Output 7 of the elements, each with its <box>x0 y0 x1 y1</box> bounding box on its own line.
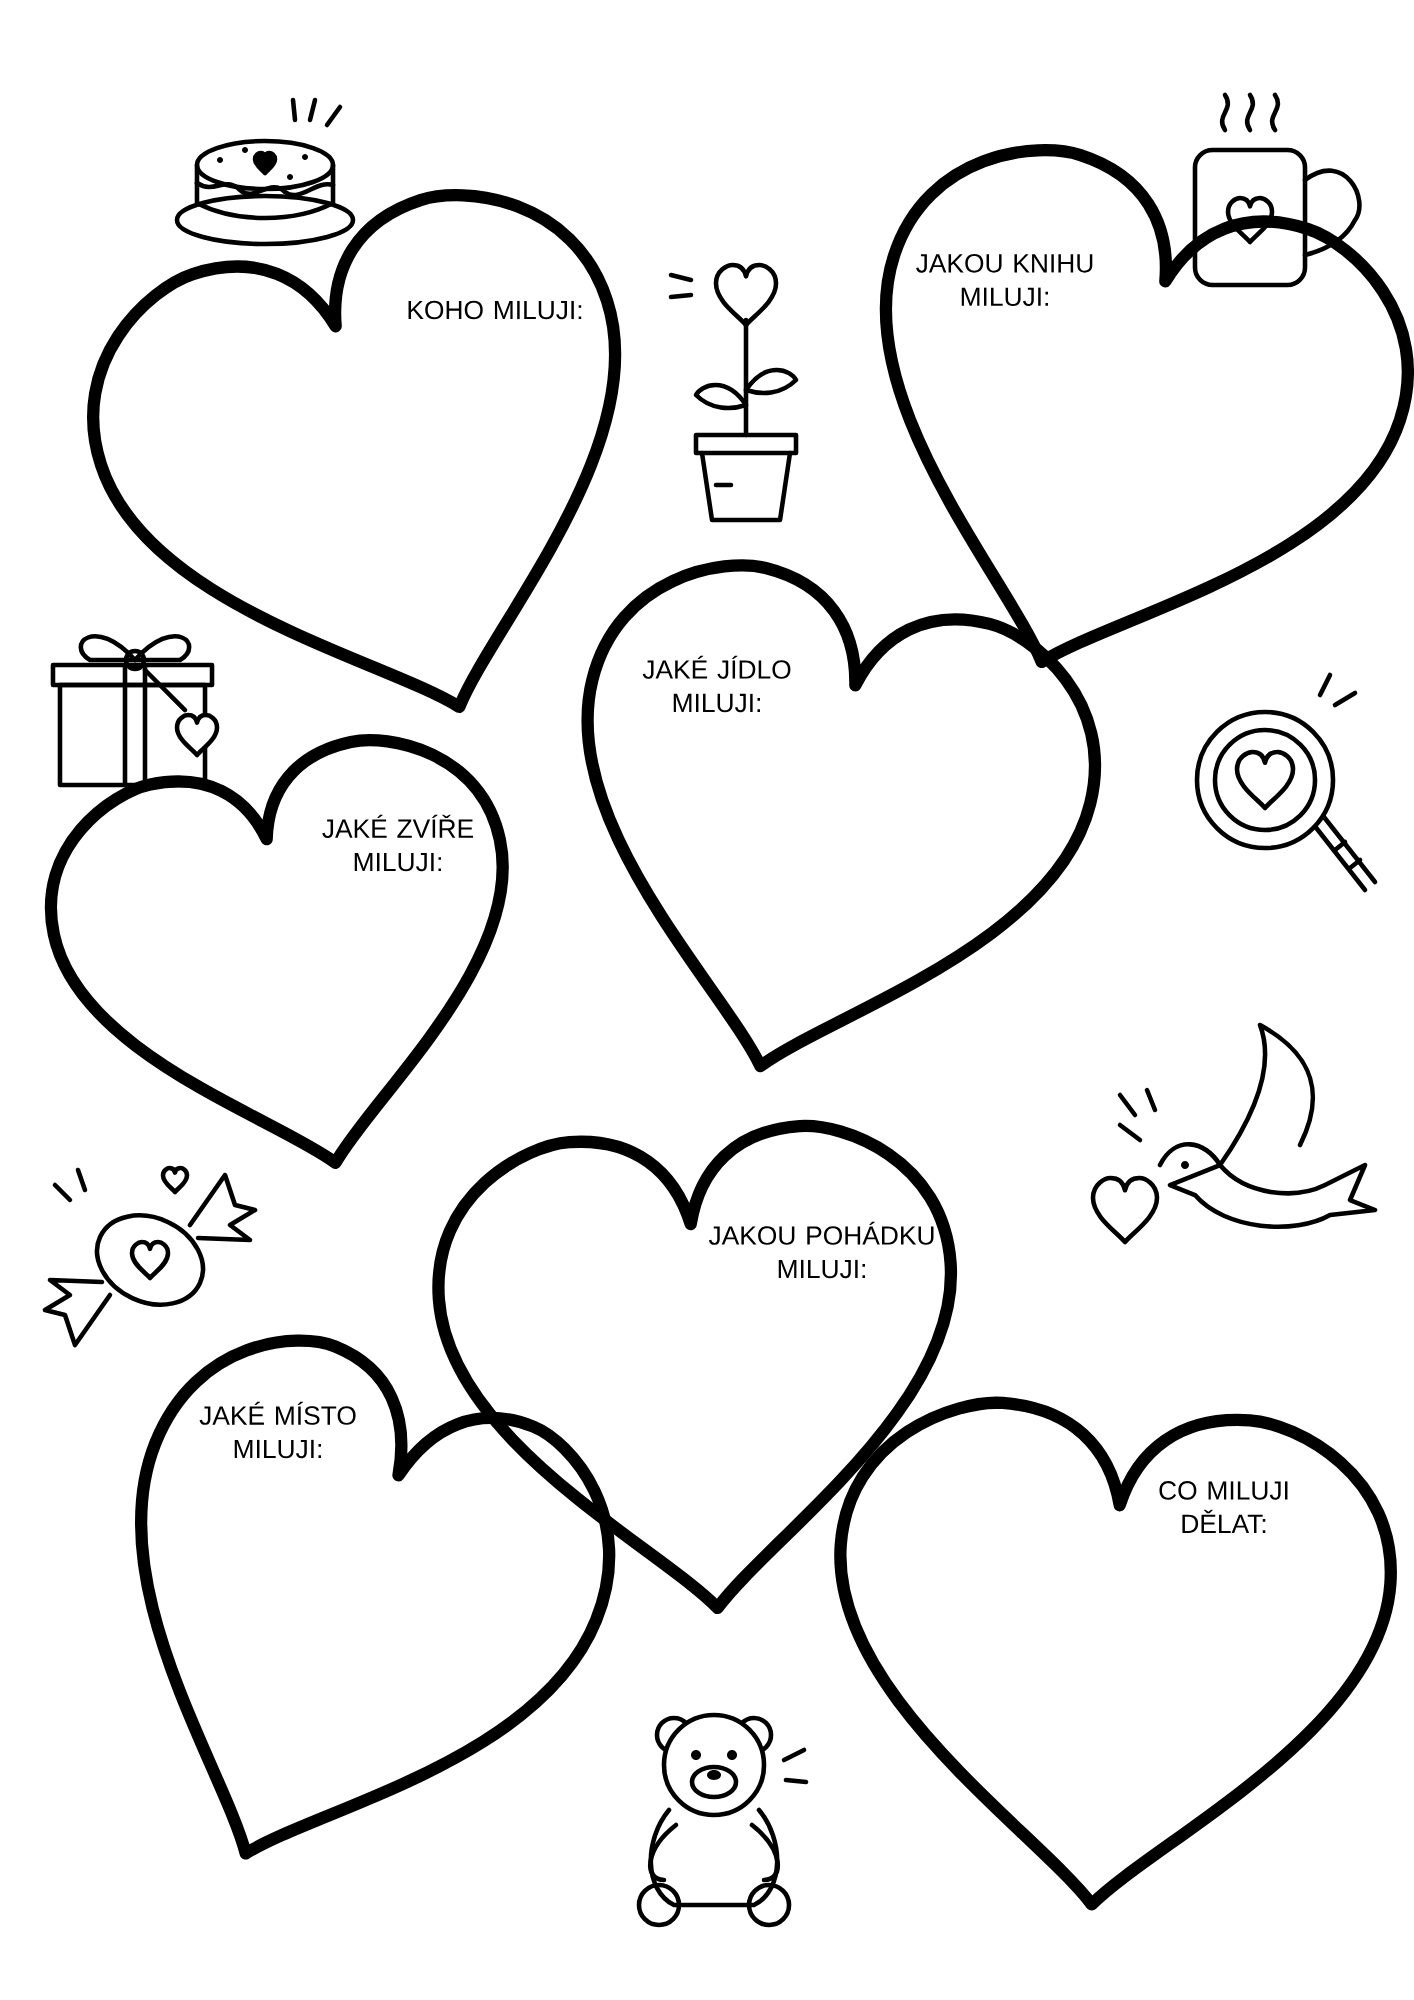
heart-frame: CO MILUJI DĚLAT: <box>834 1396 1397 1911</box>
heart-frame: JAKÉ JÍDLO MILUJI: <box>581 559 1101 1073</box>
heart-frame: JAKOU KNIHU MILUJI: <box>880 144 1414 669</box>
heart-frame: KOHO MILUJI: <box>87 189 621 714</box>
heart-frame: JAKOU POHÁDKU MILUJI: <box>432 1119 957 1615</box>
heart-frame: JAKÉ MÍSTO MILUJI: <box>135 1334 616 1860</box>
heart-frame: JAKÉ ZVÍŘE MILUJI: <box>44 734 509 1169</box>
